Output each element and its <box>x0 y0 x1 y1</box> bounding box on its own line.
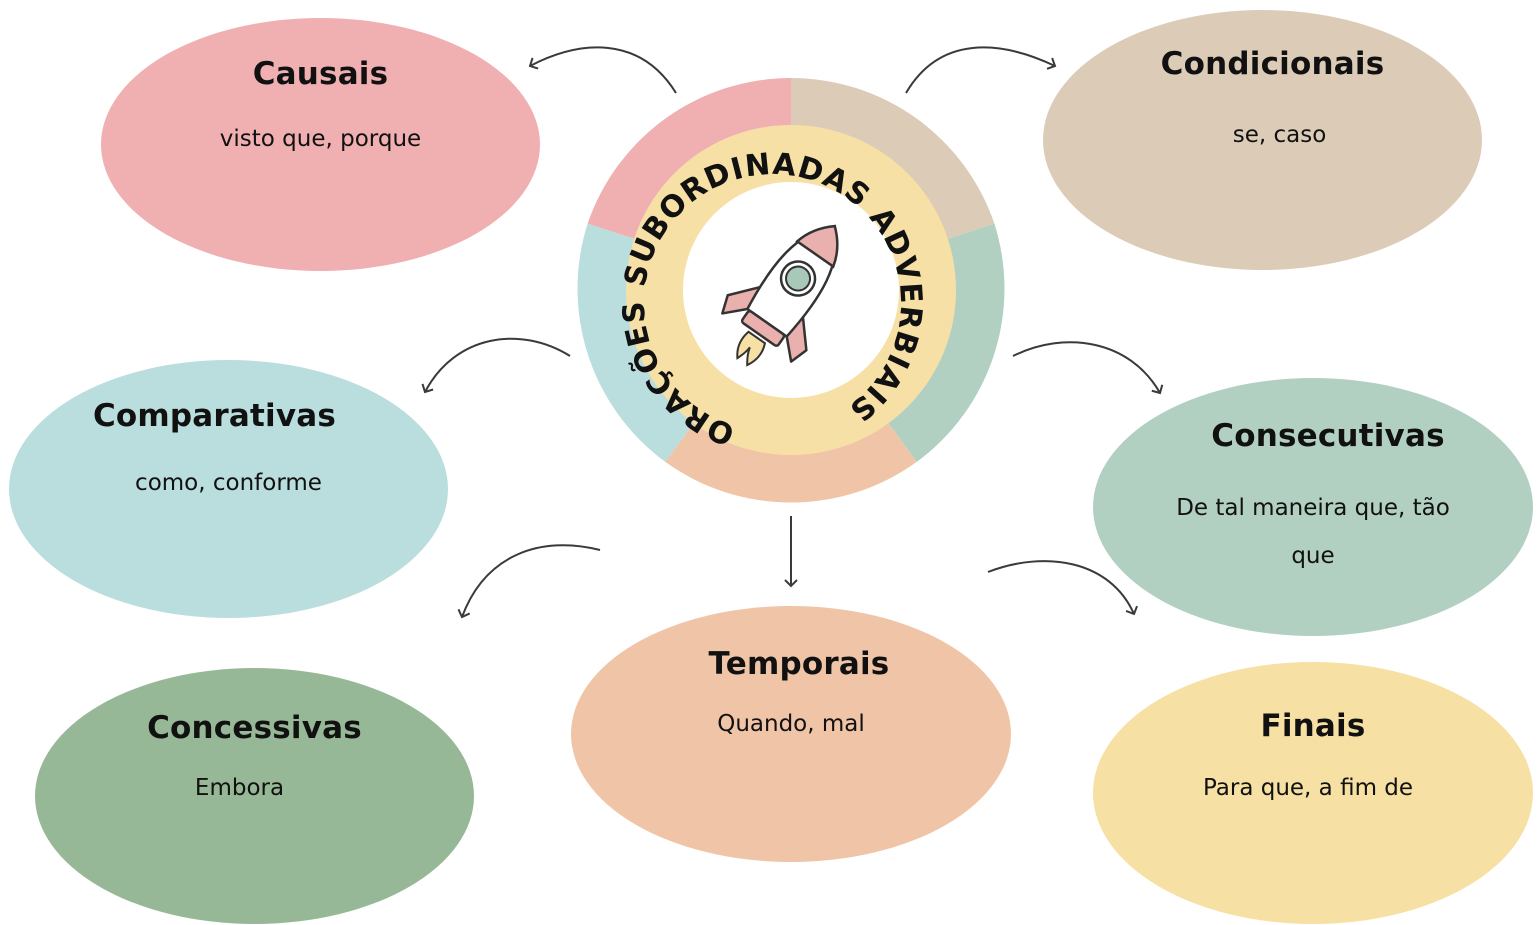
node-causais: Causais visto que, porque <box>101 18 540 271</box>
node-comparativas-text: como, conforme <box>135 470 322 496</box>
node-temporais-title: Temporais <box>708 646 890 682</box>
arrow-to-causais <box>528 46 677 94</box>
node-temporais: Temporais Quando, mal <box>571 606 1011 862</box>
node-finais-text: Para que, a fim de <box>1202 775 1414 801</box>
arrow-to-comparativas <box>421 337 571 394</box>
arrows <box>421 46 1164 619</box>
node-consecutivas-title: Consecutivas <box>1211 418 1445 454</box>
arrow-to-condicionais <box>905 46 1057 94</box>
node-temporais-text: Quando, mal <box>717 711 865 737</box>
node-concessivas: Concessivas Embora <box>35 668 474 924</box>
node-comparativas: Comparativas como, conforme <box>9 360 448 618</box>
arrow-to-finais <box>987 560 1138 616</box>
node-concessivas-text: Embora <box>194 775 285 801</box>
node-finais-title: Finais <box>1260 708 1366 744</box>
node-consecutivas-text-line1: De tal maneira que, tão <box>1176 495 1450 521</box>
node-condicionais-title: Condicionais <box>1160 46 1385 82</box>
node-consecutivas: Consecutivas De tal maneira que, tão que <box>1093 378 1533 636</box>
node-finais: Finais Para que, a fim de <box>1093 662 1533 924</box>
arrow-to-consecutivas <box>1012 341 1164 395</box>
arrow-to-concessivas <box>457 544 601 619</box>
node-causais-text: visto que, porque <box>219 126 422 152</box>
node-concessivas-title: Concessivas <box>147 710 362 746</box>
node-condicionais: Condicionais se, caso <box>1043 10 1482 270</box>
node-causais-title: Causais <box>252 56 389 92</box>
node-condicionais-text: se, caso <box>1232 122 1327 148</box>
node-comparativas-title: Comparativas <box>92 398 337 434</box>
rocket-icon <box>721 224 839 367</box>
node-consecutivas-text-line2: que <box>1291 543 1335 569</box>
